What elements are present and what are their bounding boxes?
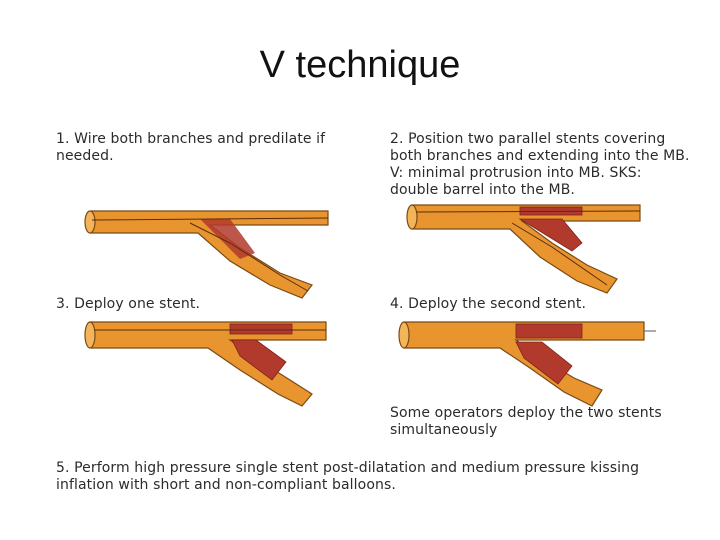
panel-4-illustration: [398, 321, 656, 407]
vessel-3: [84, 321, 327, 407]
vessel-4: [398, 321, 656, 407]
deployed-stent-2: [515, 323, 583, 339]
panel-1-illustration: [84, 210, 329, 299]
simultaneous-note-text: Some operators deploy the two stents sim…: [390, 405, 662, 438]
panel-2-illustration: [406, 204, 641, 294]
deployed-stent-1-branch: [231, 339, 287, 381]
step-4-text: 4. Deploy the second stent.: [390, 296, 586, 312]
step-3-text: 3. Deploy one stent.: [56, 296, 200, 312]
step-2-text: 2. Position two parallel stents covering…: [390, 131, 690, 198]
deployed-stent-2-branch: [515, 341, 573, 385]
stent-sb: [518, 218, 583, 252]
deployed-stent-1: [229, 323, 293, 335]
v-technique-figure: 1. Wire both branches and predilate if n…: [40, 118, 700, 513]
vessel-1: [84, 210, 329, 299]
step-1-text: 1. Wire both branches and predilate if n…: [56, 131, 326, 164]
slide-title: V technique: [259, 44, 461, 86]
panel-3-illustration: [84, 321, 327, 407]
step-5-text: 5. Perform high pressure single stent po…: [56, 460, 640, 493]
vessel-2: [406, 204, 641, 294]
